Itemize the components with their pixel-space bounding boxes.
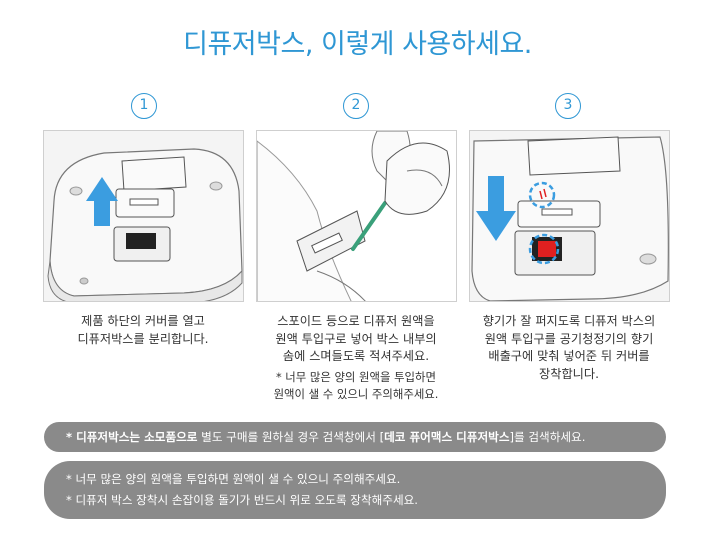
step-2-illustration [256, 130, 457, 302]
step-2-number: 2 [343, 93, 369, 119]
step-3-illustration [469, 130, 670, 302]
step-3-caption: 향기가 잘 퍼지도록 디퓨저 박스의 원액 투입구를 공기청정기의 향기 배출구… [482, 314, 656, 381]
page-title: 디퓨저박스, 이렇게 사용하세요. [183, 29, 532, 60]
step-1-number: 1 [131, 93, 157, 119]
notice-keyword: 데코 퓨어맥스 디퓨저박스 [384, 430, 510, 444]
notice-suffix: ]를 검색하세요. [509, 430, 586, 444]
step-3-number: 3 [555, 93, 581, 119]
consumable-notice-bar: * 디퓨저박스는 소모품으로 별도 구매를 원하실 경우 검색창에서 [데코 퓨… [44, 422, 666, 452]
caution-bar: * 너무 많은 양의 원액을 투입하면 원액이 샐 수 있으니 주의해주세요. … [44, 461, 666, 519]
caution-line-2: * 디퓨저 박스 장착시 손잡이용 돌기가 반드시 위로 오도록 장착해주세요. [66, 493, 418, 507]
step-2-caption: 스포이드 등으로 디퓨저 원액을 원액 투입구로 넣어 박스 내부의 솜에 스며… [275, 314, 437, 363]
step-2-note: * 너무 많은 양의 원액을 투입하면 원액이 샐 수 있으니 주의해주세요. [273, 370, 439, 401]
notice-prefix: * 디퓨저박스는 소모품으로 [66, 430, 198, 444]
step-1-caption: 제품 하단의 커버를 열고 디퓨저박스를 분리합니다. [77, 314, 209, 346]
caution-line-1: * 너무 많은 양의 원액을 투입하면 원액이 샐 수 있으니 주의해주세요. [66, 472, 401, 486]
step-1-illustration [43, 130, 244, 302]
notice-middle: 별도 구매를 원하실 경우 검색창에서 [ [197, 430, 385, 444]
